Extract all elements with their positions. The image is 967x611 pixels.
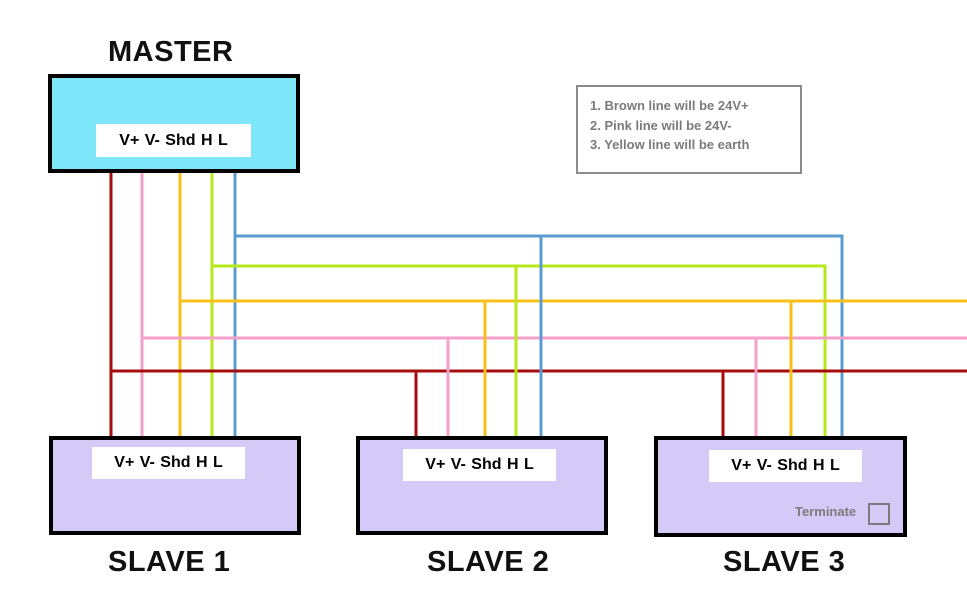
slave-3-terminal-labels: V+ V- Shd H L — [709, 450, 862, 482]
slave-3-title: SLAVE 3 — [723, 546, 846, 578]
slave-1-terminal-labels: V+ V- Shd H L — [92, 447, 245, 479]
wire-legend-note: 1. Brown line will be 24V+ 2. Pink line … — [576, 85, 802, 174]
master-device — [48, 74, 300, 173]
terminate-label: Terminate — [795, 504, 857, 519]
slave-1-title: SLAVE 1 — [108, 546, 231, 578]
note-line-brown: 1. Brown line will be 24V+ — [590, 98, 749, 113]
terminate-checkbox[interactable] — [868, 503, 890, 525]
wire-bus-green — [212, 264, 827, 437]
note-line-pink: 2. Pink line will be 24V- — [590, 117, 732, 133]
note-line-yellow: 3. Yellow line will be earth — [590, 137, 750, 152]
slave-2-device — [356, 436, 608, 535]
master-title: MASTER — [108, 36, 234, 68]
slave-2-terminal-labels: V+ V- Shd H L — [403, 449, 556, 481]
slave-2-title: SLAVE 2 — [427, 546, 550, 578]
master-terminal-labels: V+ V- Shd H L — [96, 124, 251, 157]
